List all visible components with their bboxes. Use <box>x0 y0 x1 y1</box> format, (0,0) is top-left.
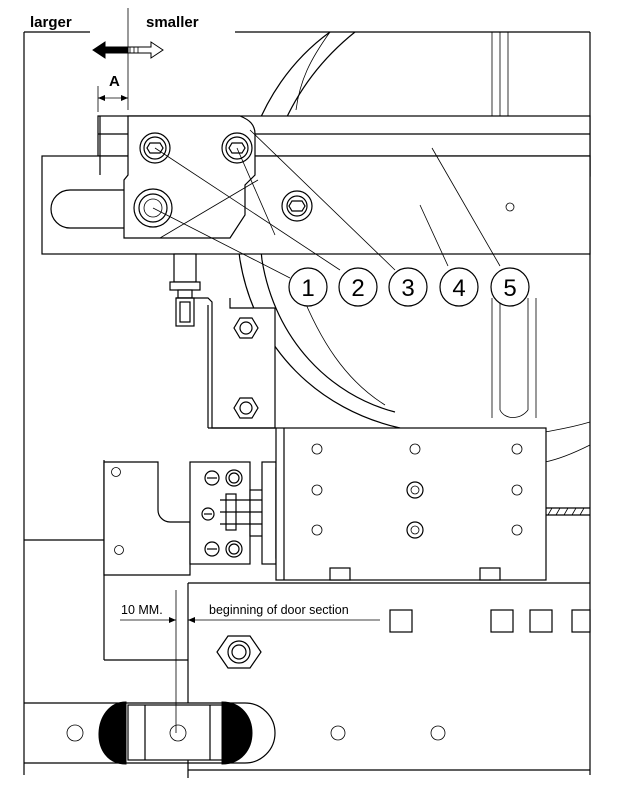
callout-4-label: 4 <box>452 275 465 302</box>
hex-nut-icon <box>233 317 259 339</box>
leader-lines <box>152 129 501 279</box>
callout-1-label: 1 <box>301 275 314 302</box>
guide-ring <box>237 31 591 463</box>
roller-track <box>24 700 276 764</box>
rubber-roller-icon <box>98 701 253 765</box>
callout-3: 3 <box>388 267 428 307</box>
dimension-a <box>97 86 128 112</box>
mounting-plate <box>103 461 191 576</box>
callout-2: 2 <box>338 267 378 307</box>
hex-nut-icon <box>233 397 259 419</box>
adjustment-bolt-stack <box>169 253 201 327</box>
hex-bolt-icon <box>281 190 313 222</box>
ten-mm-dimension <box>120 590 380 733</box>
switch-assembly <box>189 461 267 565</box>
callout-3-label: 3 <box>401 275 414 302</box>
operator-box <box>275 427 590 581</box>
callout-5-label: 5 <box>503 275 516 302</box>
callout-5: 5 <box>490 267 530 307</box>
vertical-rails <box>491 32 537 418</box>
smaller-label: smaller <box>146 14 199 31</box>
larger-label: larger <box>30 14 72 31</box>
dimension-a-label: A <box>109 73 120 90</box>
callout-1: 1 <box>288 267 328 307</box>
direction-arrow-icon <box>92 41 164 59</box>
door-section <box>187 582 591 778</box>
ten-mm-label: 10 MM. <box>121 603 163 617</box>
door-section-label: beginning of door section <box>209 603 349 617</box>
callout-4: 4 <box>439 267 479 307</box>
callout-2-label: 2 <box>351 275 364 302</box>
hex-nut-icon <box>216 635 262 669</box>
